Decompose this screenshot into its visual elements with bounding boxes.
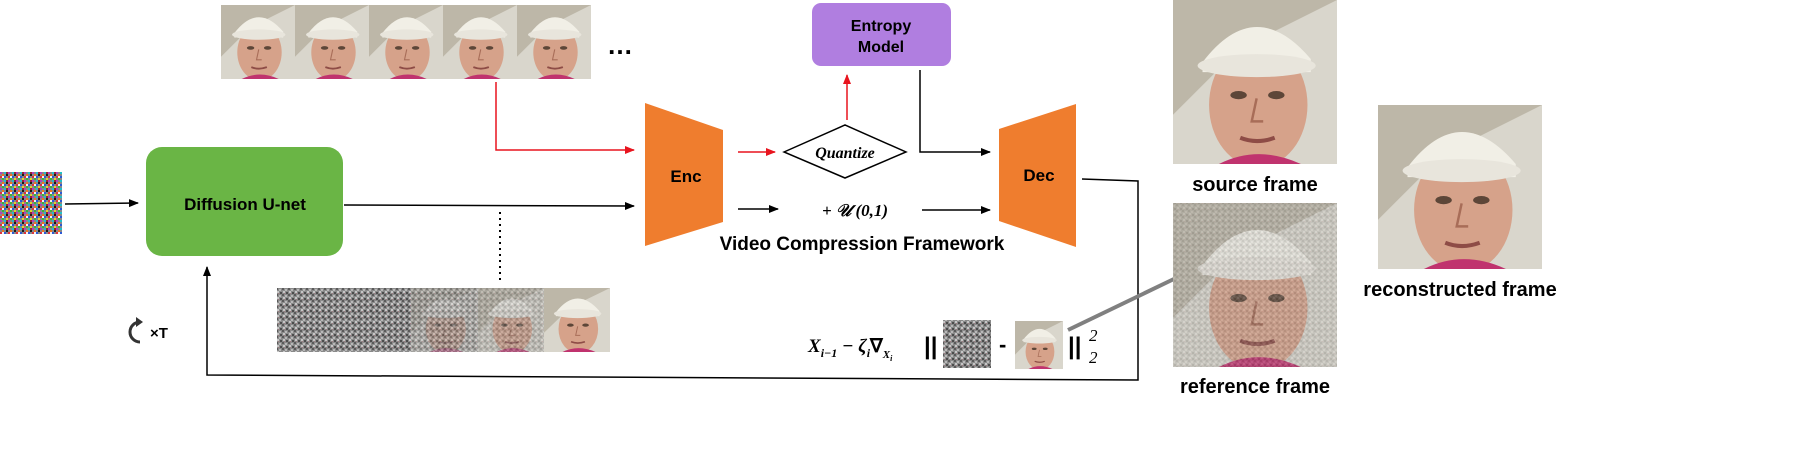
reference-frame-image — [1173, 203, 1337, 367]
diffusion-unet-label: Diffusion U-net — [184, 195, 306, 214]
encoder-label: Enc — [670, 167, 701, 186]
denoising-strip — [277, 288, 610, 352]
arrow-entropy-to-decoder — [919, 70, 991, 156]
input-frame-3 — [369, 5, 443, 79]
quantize-block — [782, 124, 908, 179]
loop-icon — [128, 317, 143, 344]
uniform-noise-label: + 𝒰 (0,1) — [822, 201, 888, 220]
guidance-formula: Xi−1 − ζi∇Xi || - || 2 2 — [807, 320, 1098, 369]
framework-title: Video Compression Framework — [720, 234, 1005, 255]
denoising-step-2 — [344, 288, 411, 352]
input-frame-1 — [221, 5, 295, 79]
quantize-label: Quantize — [815, 145, 875, 162]
reconstructed-frame-caption: reconstructed frame — [1363, 279, 1557, 301]
denoising-step-1 — [277, 288, 344, 352]
reference-frame-caption: reference frame — [1179, 376, 1331, 398]
input-frame-4 — [443, 5, 517, 79]
arrow-noise-to-unet — [64, 199, 139, 208]
denoising-step-3-face — [411, 288, 478, 352]
norm-close: || — [1068, 333, 1081, 360]
reconstructed-frame-image — [1378, 105, 1542, 272]
decoder-block — [999, 104, 1076, 247]
reference-connector — [1067, 276, 1177, 332]
denoising-step-4-face — [478, 288, 544, 352]
loop-label: ×T — [150, 325, 168, 342]
svg-text:Xi−1 − ζi∇Xi: Xi−1 − ζi∇Xi — [807, 336, 893, 363]
diffusion-unet-block — [146, 147, 343, 256]
noise-input-image — [0, 172, 62, 234]
encoder-block — [645, 103, 723, 246]
formula-noisy-image — [943, 320, 991, 368]
norm-power: 2 — [1089, 326, 1098, 345]
formula-reference-image — [1015, 321, 1063, 369]
input-frames-strip — [221, 5, 591, 79]
source-frame-image — [1173, 0, 1337, 167]
input-frame-5 — [517, 5, 591, 79]
arrow-unet-to-encoder — [343, 201, 635, 210]
norm-subscript: 2 — [1089, 348, 1098, 367]
source-frame-caption: source frame — [1192, 174, 1318, 196]
input-frame-2 — [295, 5, 369, 79]
entropy-model-label-line1: Entropy — [851, 18, 912, 35]
entropy-model-label-line2: Model — [858, 39, 904, 56]
decoder-label: Dec — [1023, 166, 1054, 185]
frames-ellipsis: … — [607, 30, 633, 60]
arrow-feedback-to-unet — [203, 178, 1139, 381]
entropy-model-block — [812, 3, 951, 66]
arrow-frames-to-encoder — [495, 82, 635, 154]
denoising-step-5 — [544, 288, 610, 352]
formula-minus: - — [999, 332, 1006, 357]
norm-open: || — [924, 333, 937, 360]
